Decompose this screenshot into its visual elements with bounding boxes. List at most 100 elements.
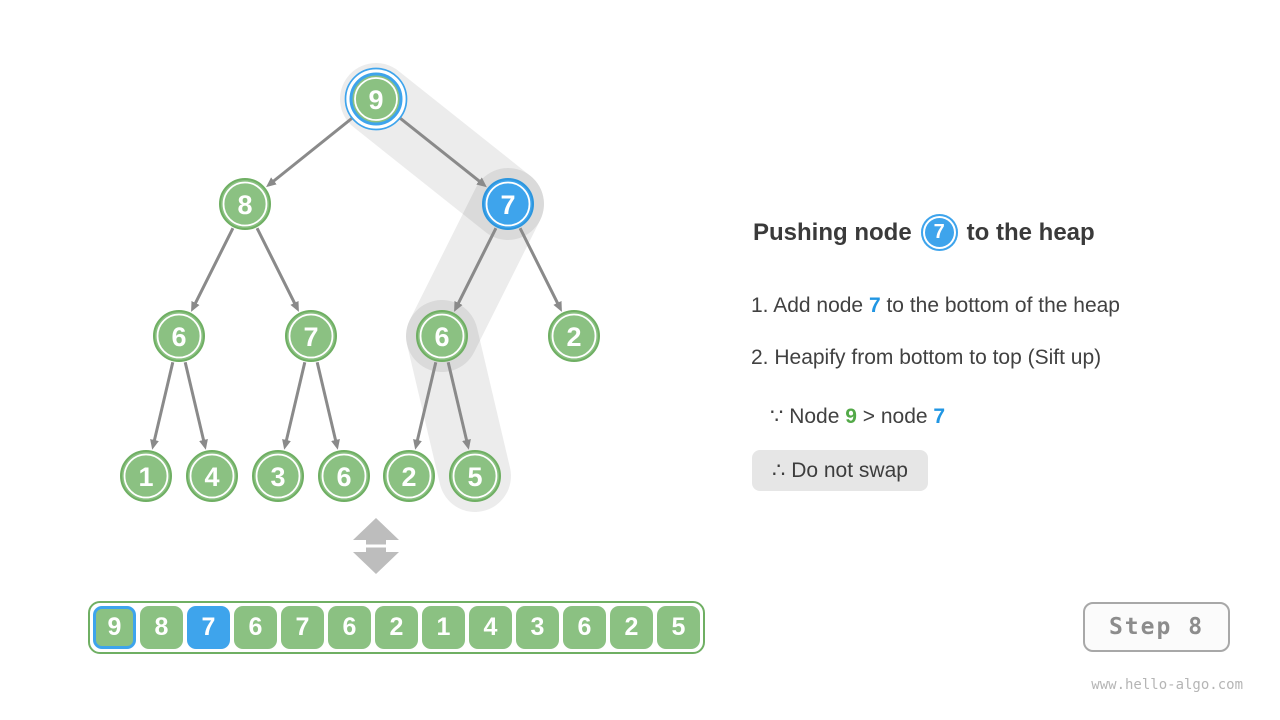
node-circle xyxy=(449,450,501,502)
tree-node: 9 xyxy=(344,67,408,131)
tree-node: 6 xyxy=(153,310,205,362)
node-value: 6 xyxy=(434,322,449,352)
array-cell: 4 xyxy=(469,606,512,649)
node-value: 7 xyxy=(500,190,515,220)
node-value: 9 xyxy=(368,85,383,115)
text-run: Pushing node xyxy=(753,218,912,246)
node-circle xyxy=(153,310,205,362)
tree-node: 6 xyxy=(416,310,468,362)
tree-node: 3 xyxy=(252,450,304,502)
array-cell: 1 xyxy=(422,606,465,649)
tree-node: 8 xyxy=(219,178,271,230)
conclusion-text: ∴ Do not swap xyxy=(772,459,908,482)
array-cell: 6 xyxy=(328,606,371,649)
node-value: 2 xyxy=(566,322,581,352)
tree-node: 4 xyxy=(186,450,238,502)
because-line: ∵ Node 9 > node 7 xyxy=(770,406,945,428)
step-badge-label: Step 8 xyxy=(1108,614,1205,640)
emphasis-green: 9 xyxy=(845,405,857,428)
node-value: 6 xyxy=(171,322,186,352)
tree-edge xyxy=(413,361,438,450)
node-circle xyxy=(219,178,271,230)
node-value: 3 xyxy=(270,462,285,492)
node-inner-ring xyxy=(255,453,301,499)
text-run: > node xyxy=(856,405,934,428)
node-value: 4 xyxy=(204,462,219,492)
tree-edge xyxy=(191,227,235,312)
node-circle xyxy=(285,310,337,362)
node-value: 5 xyxy=(467,462,482,492)
node-value: 6 xyxy=(336,462,351,492)
website-text: www.hello-algo.com xyxy=(1091,677,1243,693)
array-cell: 2 xyxy=(375,606,418,649)
tree-edge xyxy=(255,227,299,312)
array-cell: 6 xyxy=(563,606,606,649)
node-value: 1 xyxy=(138,462,153,492)
array-cell: 6 xyxy=(234,606,277,649)
tree-edge xyxy=(446,361,471,450)
node-value: 2 xyxy=(401,462,416,492)
tree-edge xyxy=(315,361,340,450)
tree-node: 1 xyxy=(120,450,172,502)
node-inner-ring xyxy=(189,453,235,499)
tree-edge xyxy=(454,227,498,312)
heap-tree-diagram: 9 8 7 6 7 6 2 1 4 3 6 2 5 xyxy=(120,63,600,574)
node-circle xyxy=(548,310,600,362)
step-item: 1. Add node 7 to the bottom of the heap xyxy=(751,293,1120,319)
node-inner-ring xyxy=(222,181,268,227)
node-circle xyxy=(416,310,468,362)
node-inner-ring xyxy=(123,453,169,499)
node-inner-ring xyxy=(386,453,432,499)
tree-node: 7 xyxy=(285,310,337,362)
steps-list: 1. Add node 7 to the bottom of the heap 2… xyxy=(751,293,1120,397)
swap-arrow-icon xyxy=(353,518,399,574)
panel-title: Pushing node 7 to the heap xyxy=(753,214,1095,251)
tree-edge xyxy=(150,361,175,450)
node-circle xyxy=(482,178,534,230)
node-circle xyxy=(318,450,370,502)
step-item: 2. Heapify from bottom to top (Sift up) xyxy=(751,345,1120,371)
emphasis-blue: 7 xyxy=(868,294,881,317)
text-run: 1. Add node xyxy=(751,294,869,317)
website-watermark: www.hello-algo.com xyxy=(1091,677,1243,693)
array-cell: 7 xyxy=(281,606,324,649)
array-cell: 7 xyxy=(187,606,230,649)
array-cell: 5 xyxy=(657,606,700,649)
tree-node: 2 xyxy=(383,450,435,502)
node-value: 7 xyxy=(303,322,318,352)
array-cell: 3 xyxy=(516,606,559,649)
node-inner-ring xyxy=(419,313,465,359)
node-inner-ring xyxy=(288,313,334,359)
array-cell: 9 xyxy=(93,606,136,649)
conclusion-note: ∴ Do not swap xyxy=(752,450,928,491)
node-inner-ring xyxy=(485,181,531,227)
array-cell: 8 xyxy=(140,606,183,649)
node-circle xyxy=(186,450,238,502)
node-value: 8 xyxy=(237,190,252,220)
emphasis-blue: 7 xyxy=(933,405,946,428)
text-run: to the heap xyxy=(966,218,1095,246)
node-circle xyxy=(349,72,403,126)
node-inner-ring xyxy=(452,453,498,499)
node-circle xyxy=(383,450,435,502)
array-cell: 2 xyxy=(610,606,653,649)
tree-node: 5 xyxy=(449,450,501,502)
tree-edge xyxy=(396,114,487,188)
text-run: 2. Heapify from bottom to top (Sift up) xyxy=(751,346,1102,369)
node-inner-ring xyxy=(551,313,597,359)
node-inner-ring xyxy=(354,77,398,121)
node-inner-ring xyxy=(321,453,367,499)
inline-node-badge: 7 xyxy=(920,214,958,251)
node-inner-ring xyxy=(156,313,202,359)
step-badge: Step 8 xyxy=(1083,602,1230,652)
text-run: ∵ Node xyxy=(770,405,846,428)
tree-edge xyxy=(183,361,208,450)
tree-edge xyxy=(282,361,307,450)
tree-edge xyxy=(266,114,356,188)
text-run: to the bottom of the heap xyxy=(880,294,1120,317)
tree-node: 7 xyxy=(482,178,534,230)
node-circle xyxy=(252,450,304,502)
node-circle xyxy=(120,450,172,502)
